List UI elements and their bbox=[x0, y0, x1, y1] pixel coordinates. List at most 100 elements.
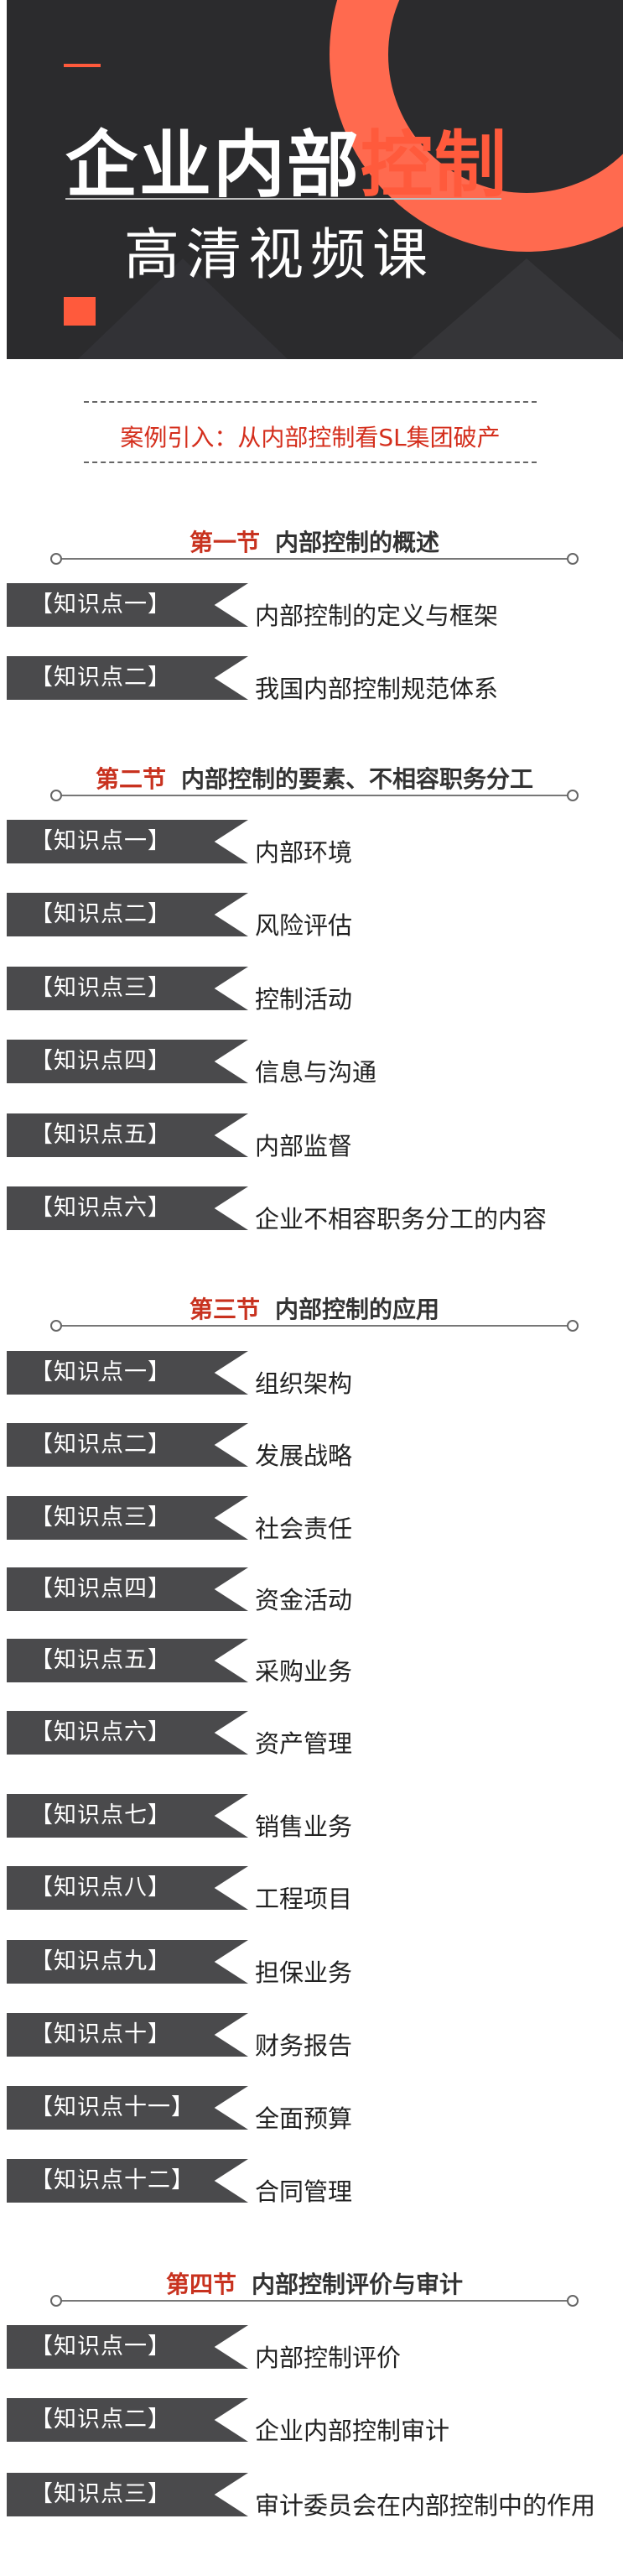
knowledge-point-item[interactable]: 【知识点五】 采购业务 bbox=[7, 1637, 610, 1686]
knowledge-point-number: 【知识点十】 bbox=[30, 2021, 171, 2047]
course-banner: 企业内部控制 高清视频课 bbox=[7, 0, 623, 359]
rule-end-dot bbox=[567, 553, 579, 565]
knowledge-point-label: 企业不相容职务分工的内容 bbox=[255, 1205, 548, 1233]
knowledge-point-item[interactable]: 【知识点四】资金活动 bbox=[7, 1566, 610, 1614]
knowledge-point-item[interactable]: 【知识点二】我国内部控制规范体系 bbox=[7, 654, 610, 703]
knowledge-point-label: 信息与沟通 bbox=[255, 1058, 377, 1087]
knowledge-point-tag: 【知识点三】 bbox=[7, 967, 248, 1010]
knowledge-point-number: 【知识点六】 bbox=[30, 1719, 171, 1745]
knowledge-point-item[interactable]: 【知识点三】 控制活动 bbox=[7, 965, 610, 1014]
knowledge-point-number: 【知识点一】 bbox=[30, 2334, 171, 2360]
knowledge-point-tag: 【知识点三】 bbox=[7, 2473, 248, 2516]
knowledge-point-item[interactable]: 【知识点三】 社会责任 bbox=[7, 1494, 610, 1543]
knowledge-point-item[interactable]: 【知识点五】 内部监督 bbox=[7, 1112, 610, 1160]
rule-end-dot bbox=[567, 790, 579, 801]
knowledge-point-item[interactable]: 【知识点二】 风险评估 bbox=[7, 891, 610, 940]
dashed-line-bottom bbox=[84, 461, 537, 463]
decorative-square bbox=[64, 297, 96, 326]
knowledge-point-number: 【知识点三】 bbox=[30, 975, 171, 1001]
section-title: 第三节内部控制的应用 bbox=[50, 1291, 579, 1325]
knowledge-point-number: 【知识点二】 bbox=[30, 665, 171, 691]
knowledge-point-item[interactable]: 【知识点十】财务报告 bbox=[7, 2011, 610, 2060]
knowledge-point-item[interactable]: 【知识点九】担保业务 bbox=[7, 1938, 610, 1987]
section-number: 第三节 bbox=[189, 1296, 260, 1323]
knowledge-point-number: 【知识点二】 bbox=[30, 2407, 171, 2433]
rule-end-dot bbox=[567, 1320, 579, 1332]
knowledge-point-label: 全面预算 bbox=[255, 2104, 353, 2133]
knowledge-point-number: 【知识点五】 bbox=[30, 1122, 171, 1148]
case-intro: 案例引入：从内部控制看SL集团破产 bbox=[84, 401, 537, 463]
knowledge-point-item[interactable]: 【知识点六】 企业不相容职务分工的内容 bbox=[7, 1185, 610, 1233]
knowledge-point-number: 【知识点十一】 bbox=[30, 2094, 195, 2120]
knowledge-point-tag: 【知识点一】 bbox=[7, 2325, 248, 2369]
knowledge-point-number: 【知识点九】 bbox=[30, 1948, 171, 1974]
knowledge-point-tag: 【知识点九】 bbox=[7, 1940, 248, 1984]
knowledge-point-number: 【知识点七】 bbox=[30, 1802, 171, 1828]
knowledge-point-item[interactable]: 【知识点三】审计委员会在内部控制中的作用 bbox=[7, 2471, 610, 2520]
knowledge-point-item[interactable]: 【知识点一】 组织架构 bbox=[7, 1349, 610, 1398]
knowledge-point-number: 【知识点二】 bbox=[30, 1431, 171, 1457]
knowledge-point-tag: 【知识点二】 bbox=[7, 656, 248, 700]
knowledge-point-label: 合同管理 bbox=[255, 2177, 353, 2206]
knowledge-point-tag: 【知识点三】 bbox=[7, 1496, 248, 1540]
knowledge-point-tag: 【知识点十一】 bbox=[7, 2086, 248, 2130]
knowledge-point-label: 工程项目 bbox=[255, 1885, 353, 1913]
knowledge-point-label: 风险评估 bbox=[255, 911, 353, 940]
knowledge-point-item[interactable]: 【知识点二】 企业内部控制审计 bbox=[7, 2396, 610, 2445]
knowledge-point-tag: 【知识点一】 bbox=[7, 820, 248, 863]
knowledge-point-label: 控制活动 bbox=[255, 985, 353, 1014]
section-rule bbox=[57, 558, 572, 560]
section-header: 第四节内部控制评价与审计 bbox=[50, 2266, 579, 2308]
banner-title-main: 企业内部 bbox=[65, 123, 361, 207]
knowledge-point-label: 资金活动 bbox=[255, 1586, 353, 1614]
knowledge-point-tag: 【知识点六】 bbox=[7, 1186, 248, 1230]
knowledge-point-item[interactable]: 【知识点七】销售业务 bbox=[7, 1792, 610, 1841]
knowledge-point-label: 发展战略 bbox=[255, 1442, 353, 1470]
decorative-dash bbox=[64, 64, 101, 67]
section-header: 第三节内部控制的应用 bbox=[50, 1291, 579, 1333]
knowledge-point-tag: 【知识点七】 bbox=[7, 1794, 248, 1838]
knowledge-point-number: 【知识点二】 bbox=[30, 901, 171, 927]
rule-end-dot bbox=[50, 2295, 62, 2307]
knowledge-point-item[interactable]: 【知识点八】工程项目 bbox=[7, 1864, 610, 1913]
knowledge-point-item[interactable]: 【知识点六】 资产管理 bbox=[7, 1709, 610, 1758]
knowledge-point-item[interactable]: 【知识点一】内部环境 bbox=[7, 818, 610, 867]
section-header: 第一节内部控制的概述 bbox=[50, 524, 579, 566]
knowledge-point-label: 企业内部控制审计 bbox=[255, 2417, 450, 2445]
knowledge-point-label: 组织架构 bbox=[255, 1369, 353, 1398]
section-title: 第二节内部控制的要素、不相容职务分工 bbox=[50, 761, 579, 795]
knowledge-point-label: 内部控制的定义与框架 bbox=[255, 602, 499, 630]
knowledge-point-number: 【知识点六】 bbox=[30, 1195, 171, 1221]
knowledge-point-label: 审计委员会在内部控制中的作用 bbox=[255, 2491, 596, 2520]
knowledge-point-number: 【知识点四】 bbox=[30, 1048, 171, 1074]
knowledge-point-item[interactable]: 【知识点二】 发展战略 bbox=[7, 1421, 610, 1470]
knowledge-point-tag: 【知识点一】 bbox=[7, 1351, 248, 1395]
knowledge-point-number: 【知识点十二】 bbox=[30, 2167, 195, 2193]
knowledge-point-item[interactable]: 【知识点一】内部控制的定义与框架 bbox=[7, 581, 610, 630]
dashed-line-top bbox=[84, 401, 537, 403]
knowledge-point-label: 内部环境 bbox=[255, 838, 353, 867]
knowledge-point-label: 内部控制评价 bbox=[255, 2344, 402, 2372]
rule-end-dot bbox=[50, 1320, 62, 1332]
knowledge-point-label: 社会责任 bbox=[255, 1515, 353, 1543]
rule-end-dot bbox=[567, 2295, 579, 2307]
banner-title: 企业内部控制 bbox=[65, 106, 508, 211]
knowledge-point-number: 【知识点一】 bbox=[30, 1359, 171, 1385]
knowledge-point-number: 【知识点三】 bbox=[30, 1504, 171, 1530]
knowledge-point-number: 【知识点五】 bbox=[30, 1647, 171, 1673]
knowledge-point-tag: 【知识点十二】 bbox=[7, 2159, 248, 2203]
section-number: 第一节 bbox=[189, 529, 260, 556]
knowledge-point-item[interactable]: 【知识点四】 信息与沟通 bbox=[7, 1038, 610, 1087]
knowledge-point-label: 采购业务 bbox=[255, 1657, 353, 1686]
section-title: 第一节内部控制的概述 bbox=[50, 524, 579, 558]
knowledge-point-tag: 【知识点四】 bbox=[7, 1040, 248, 1083]
knowledge-point-label: 内部监督 bbox=[255, 1132, 353, 1160]
knowledge-point-label: 资产管理 bbox=[255, 1729, 353, 1758]
knowledge-point-item[interactable]: 【知识点一】 内部控制评价 bbox=[7, 2323, 610, 2372]
knowledge-point-tag: 【知识点五】 bbox=[7, 1113, 248, 1157]
knowledge-point-item[interactable]: 【知识点十二】 合同管理 bbox=[7, 2157, 610, 2206]
knowledge-point-tag: 【知识点一】 bbox=[7, 583, 248, 627]
knowledge-point-item[interactable]: 【知识点十一】 全面预算 bbox=[7, 2084, 610, 2133]
knowledge-point-tag: 【知识点四】 bbox=[7, 1567, 248, 1611]
banner-divider bbox=[65, 198, 501, 200]
